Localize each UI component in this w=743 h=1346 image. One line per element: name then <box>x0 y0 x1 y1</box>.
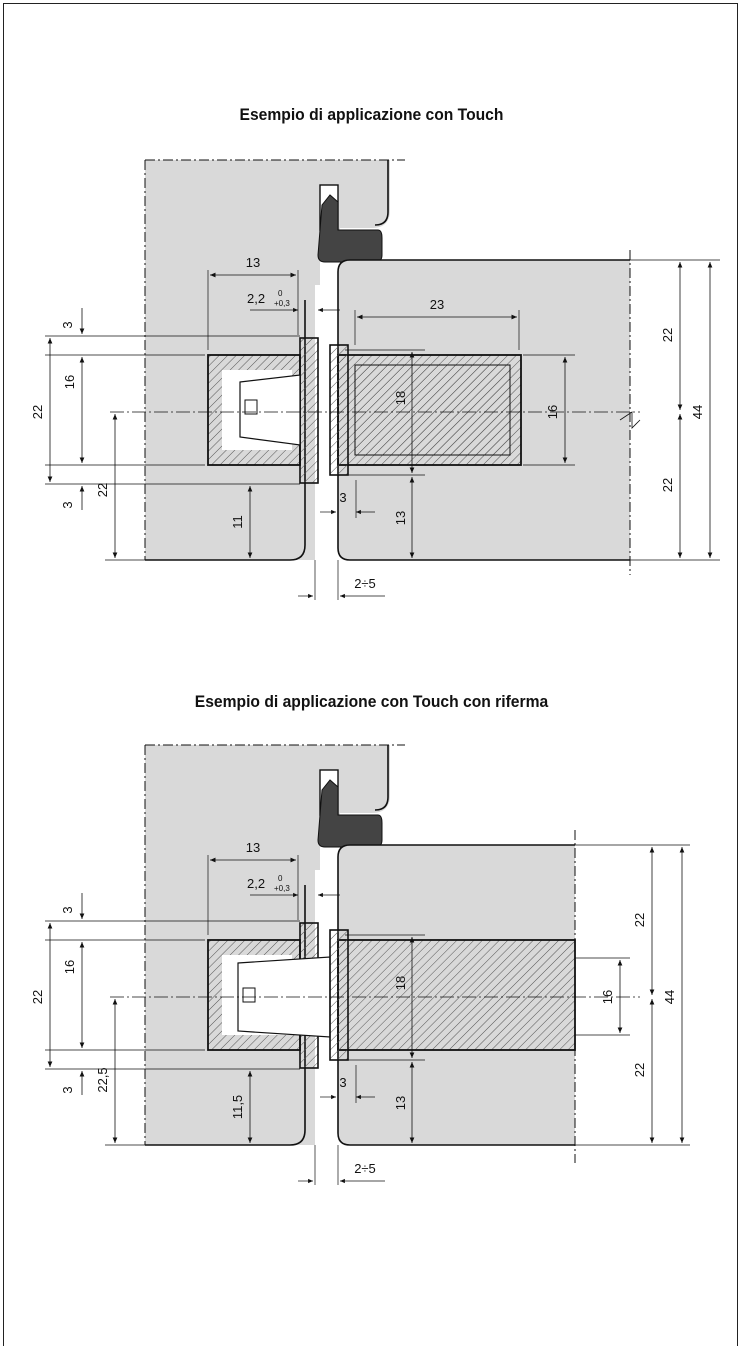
dim-13-right: 13 <box>393 511 408 525</box>
dim-18: 18 <box>393 391 408 405</box>
dim-22-right-top: 22 <box>660 328 675 342</box>
dim-22-right-bot: 22 <box>632 1063 647 1077</box>
dim-11: 11 <box>230 515 245 529</box>
seal-gasket <box>317 779 383 848</box>
dim-23: 23 <box>430 297 444 312</box>
dim-3-bot: 3 <box>60 501 75 508</box>
figure-title-touch: Esempio di applicazione con Touch <box>239 105 504 124</box>
dim-tol-upper: 0 <box>278 289 283 298</box>
dim-44: 44 <box>690 405 705 419</box>
dim-3-top: 3 <box>60 321 75 328</box>
dim-3-bot: 3 <box>60 1086 75 1093</box>
dim-tol-lower: +0,3 <box>274 299 290 308</box>
dim-22-right-top: 22 <box>632 913 647 927</box>
hinge-drawing-touch: 13 2,2 0 +0,3 23 3 22 16 3 22 11 18 <box>30 159 720 600</box>
dim-tol-lower: +0,3 <box>274 884 290 893</box>
figure-title-touch-riferma: Esempio di applicazione con Touch con ri… <box>194 692 549 711</box>
page-frame <box>3 3 738 1346</box>
dim-13-right: 13 <box>393 1096 408 1110</box>
dim-11-5: 11,5 <box>230 1095 245 1119</box>
dim-tol-upper: 0 <box>278 874 283 883</box>
hinge-drawing-touch-riferma: 13 2,2 0 +0,3 3 22 16 3 22,5 11,5 18 16 <box>30 744 690 1185</box>
dim-22-right-bot: 22 <box>660 478 675 492</box>
dim-2-2: 2,2 <box>247 291 265 306</box>
dim-2-2: 2,2 <box>247 876 265 891</box>
dim-22-5-center: 22,5 <box>95 1067 110 1092</box>
dim-16-right: 16 <box>600 990 615 1004</box>
dim-16-right: 16 <box>545 405 560 419</box>
dim-22-outer: 22 <box>30 405 45 419</box>
dim-13-top: 13 <box>246 255 260 270</box>
dim-13-top: 13 <box>246 840 260 855</box>
dim-16-left: 16 <box>62 375 77 389</box>
seal-gasket <box>317 194 383 263</box>
dim-22-outer: 22 <box>30 990 45 1004</box>
dim-18: 18 <box>393 976 408 990</box>
dim-44: 44 <box>662 990 677 1004</box>
dim-2-5: 2÷5 <box>354 1161 376 1176</box>
hinge-body-right <box>337 939 576 1051</box>
dim-3-horiz: 3 <box>339 1075 346 1090</box>
dim-3-top: 3 <box>60 906 75 913</box>
dim-2-5: 2÷5 <box>354 576 376 591</box>
dim-16-left: 16 <box>62 960 77 974</box>
dim-22-center: 22 <box>95 483 110 497</box>
dim-3-horiz: 3 <box>339 490 346 505</box>
